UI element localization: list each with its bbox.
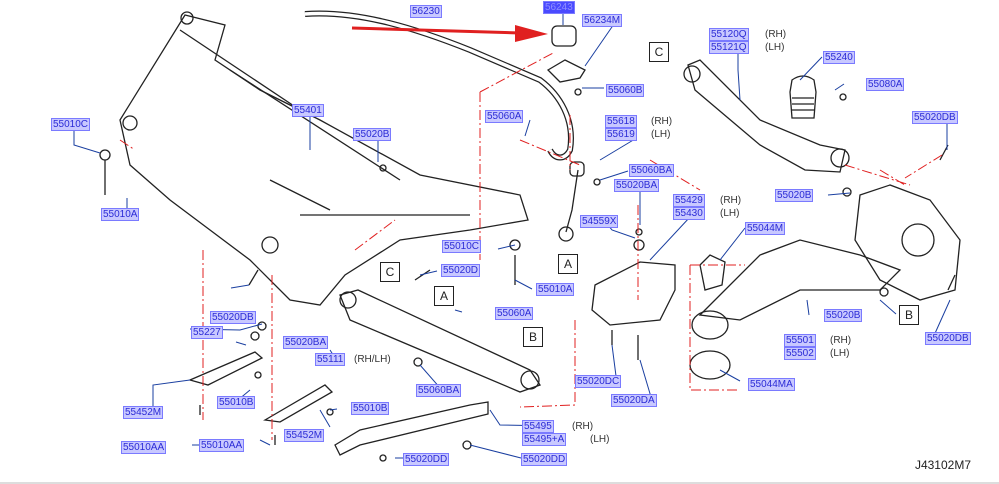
rear-knuckle-drawing bbox=[854, 184, 961, 301]
reference-mark-b-mid: B bbox=[523, 327, 543, 347]
reference-mark-c-top: C bbox=[649, 42, 669, 62]
part-label-55060A-mid[interactable]: 55060A bbox=[495, 307, 534, 320]
side-rhlh-55111: (RH/LH) bbox=[354, 354, 391, 365]
part-label-56243-highlighted[interactable]: 56243 bbox=[543, 1, 575, 14]
part-label-55020DA[interactable]: 55020DA bbox=[611, 394, 657, 407]
part-label-56230[interactable]: 56230 bbox=[410, 5, 442, 18]
side-rh-55618: (RH) bbox=[651, 116, 673, 127]
bottom-divider bbox=[0, 482, 999, 484]
part-label-55240[interactable]: 55240 bbox=[823, 51, 855, 64]
part-label-55060A-top[interactable]: 55060A bbox=[485, 110, 524, 123]
side-rh-55429: (RH) bbox=[720, 195, 742, 206]
part-label-55227[interactable]: 55227 bbox=[191, 326, 223, 339]
part-label-55060B[interactable]: 55060B bbox=[606, 84, 645, 97]
part-label-55010AA-right[interactable]: 55010AA bbox=[199, 439, 245, 452]
part-label-55020DB-bottom[interactable]: 55020DB bbox=[925, 332, 971, 345]
part-label-55010C-mid[interactable]: 55010C bbox=[442, 240, 482, 253]
upper-arm-drawing bbox=[687, 59, 846, 173]
part-label-55618[interactable]: 55618 bbox=[605, 115, 637, 128]
part-label-55121Q[interactable]: 55121Q bbox=[709, 41, 749, 54]
part-label-55020BA-left[interactable]: 55020BA bbox=[283, 336, 329, 349]
part-label-55020DD-left[interactable]: 55020DD bbox=[403, 453, 450, 466]
part-label-55044MA[interactable]: 55044MA bbox=[748, 378, 795, 391]
part-label-55010A-mid[interactable]: 55010A bbox=[536, 283, 575, 296]
part-label-55010A-left[interactable]: 55010A bbox=[101, 208, 140, 221]
part-label-55010B-right[interactable]: 55010B bbox=[351, 402, 390, 415]
part-label-55020D[interactable]: 55020D bbox=[441, 264, 481, 277]
part-label-55619[interactable]: 55619 bbox=[605, 128, 637, 141]
part-label-55020DB-left[interactable]: 55020DB bbox=[210, 311, 256, 324]
part-label-55020DB-upper[interactable]: 55020DB bbox=[912, 111, 958, 124]
part-label-55020B-bottom[interactable]: 55020B bbox=[824, 309, 863, 322]
diagram-code: J43102M7 bbox=[914, 458, 971, 472]
side-lh-55121Q: (LH) bbox=[765, 42, 785, 53]
side-rh-55501: (RH) bbox=[830, 335, 852, 346]
part-label-55429[interactable]: 55429 bbox=[673, 194, 705, 207]
stabilizer-link-drawing bbox=[565, 169, 579, 233]
part-label-55020DD-right[interactable]: 55020DD bbox=[521, 453, 568, 466]
part-label-56234M[interactable]: 56234M bbox=[582, 14, 623, 27]
part-label-55452M-left[interactable]: 55452M bbox=[123, 406, 164, 419]
lower-arm-drawing bbox=[698, 239, 902, 321]
reference-mark-b-right: B bbox=[899, 305, 919, 325]
part-label-55495[interactable]: 55495 bbox=[522, 420, 554, 433]
reference-mark-c-mid: C bbox=[380, 262, 400, 282]
bracket-drawing bbox=[591, 261, 676, 326]
part-label-55430[interactable]: 55430 bbox=[673, 207, 705, 220]
side-lh-55495A: (LH) bbox=[590, 434, 610, 445]
side-rh-55495: (RH) bbox=[572, 421, 594, 432]
part-label-55020B-left[interactable]: 55020B bbox=[353, 128, 392, 141]
part-label-55020B-right[interactable]: 55020B bbox=[775, 189, 814, 202]
part-label-55111[interactable]: 55111 bbox=[315, 353, 346, 366]
part-label-55044M[interactable]: 55044M bbox=[745, 222, 786, 235]
rear-subframe-drawing bbox=[119, 14, 529, 306]
side-lh-55619: (LH) bbox=[651, 129, 671, 140]
part-label-55401[interactable]: 55401 bbox=[292, 104, 324, 117]
part-label-55060BA-mid[interactable]: 55060BA bbox=[416, 384, 462, 397]
reference-mark-a-top: A bbox=[558, 254, 578, 274]
bump-stop-drawing bbox=[789, 75, 817, 119]
part-label-55010C-left[interactable]: 55010C bbox=[51, 118, 91, 131]
part-label-55120Q[interactable]: 55120Q bbox=[709, 28, 749, 41]
stabilizer-bushing-drawing bbox=[551, 25, 577, 47]
part-label-54559X[interactable]: 54559X bbox=[580, 215, 619, 228]
part-label-55060BA-top[interactable]: 55060BA bbox=[629, 164, 675, 177]
part-label-55010B-left[interactable]: 55010B bbox=[217, 396, 256, 409]
callout-arrow bbox=[351, 25, 548, 42]
toe-link-drawing bbox=[334, 401, 489, 456]
lateral-link-drawing bbox=[339, 289, 542, 393]
reference-mark-a-mid: A bbox=[434, 286, 454, 306]
part-label-55080A[interactable]: 55080A bbox=[866, 78, 905, 91]
side-lh-55430: (LH) bbox=[720, 208, 740, 219]
side-lh-55502: (LH) bbox=[830, 348, 850, 359]
part-label-55020DC[interactable]: 55020DC bbox=[575, 375, 622, 388]
part-label-55452M-right[interactable]: 55452M bbox=[284, 429, 325, 442]
part-label-55502[interactable]: 55502 bbox=[784, 347, 816, 360]
part-label-55010AA-left[interactable]: 55010AA bbox=[121, 441, 167, 454]
part-label-55020BA-top[interactable]: 55020BA bbox=[614, 179, 660, 192]
part-label-55501[interactable]: 55501 bbox=[784, 334, 816, 347]
side-rh-55120Q: (RH) bbox=[765, 29, 787, 40]
part-label-55495A[interactable]: 55495+A bbox=[522, 433, 567, 446]
